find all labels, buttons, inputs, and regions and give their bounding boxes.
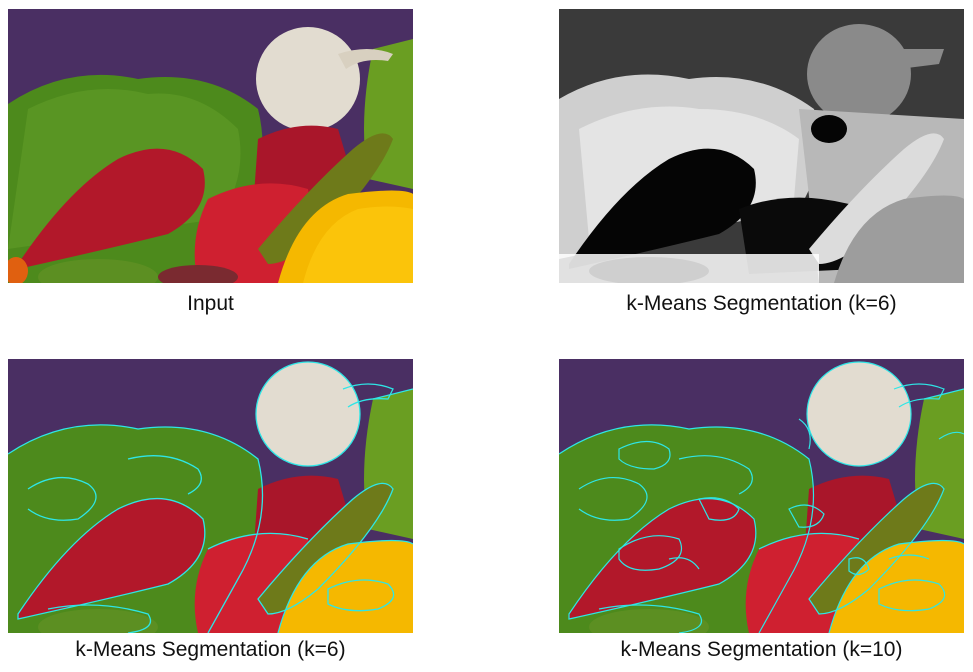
segmentation-k6-overlay-image xyxy=(8,359,413,633)
input-caption: Input xyxy=(187,292,234,315)
segmentation-k6-overlay-caption: k-Means Segmentation (k=6) xyxy=(75,638,346,661)
segmentation-label-caption: k-Means Segmentation (k=6) xyxy=(626,292,897,315)
input-image xyxy=(8,9,413,283)
segmentation-k10-overlay-image xyxy=(559,359,964,633)
segmentation-k10-overlay-caption: k-Means Segmentation (k=10) xyxy=(620,638,903,661)
segmentation-label-image xyxy=(559,9,964,283)
